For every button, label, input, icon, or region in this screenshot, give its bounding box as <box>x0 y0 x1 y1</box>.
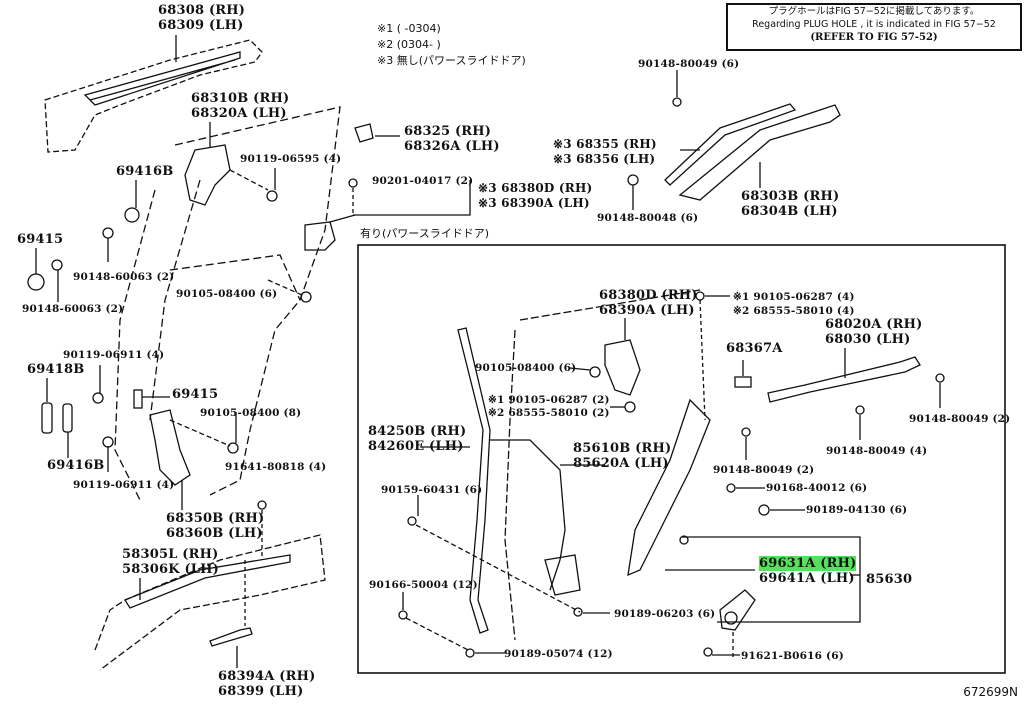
part-label[interactable]: 90148-80049 (4) <box>826 445 928 457</box>
lower-hinge <box>149 409 191 486</box>
note-3: ※3 無し(パワースライドドア) <box>377 54 526 67</box>
motor-bracket <box>682 536 861 623</box>
part-label[interactable]: 68308 (RH) <box>158 3 246 18</box>
part-label[interactable]: 90159-60431 (6) <box>381 484 483 496</box>
part-label[interactable]: 69415 <box>17 232 64 247</box>
part-label[interactable]: 68367A <box>726 341 783 356</box>
regulator-arm <box>627 398 711 577</box>
part-label[interactable]: 69416B <box>47 458 105 473</box>
part-label-highlighted[interactable]: 69631A (RH) <box>759 556 857 571</box>
part-label[interactable]: 58306K (LH) <box>122 562 219 577</box>
part-label[interactable]: 68304B (LH) <box>741 204 838 219</box>
rail-68020a <box>767 356 921 403</box>
part-label[interactable]: ※2 68555-58010 (2) <box>488 407 610 419</box>
reference-note-box: プラグホールはFIG 57−52に掲載してあります。 Regarding PLU… <box>726 3 1022 51</box>
part-label[interactable]: 90148-80048 (6) <box>597 212 699 224</box>
part-label[interactable]: 84250B (RH) <box>368 424 467 439</box>
part-label[interactable]: ※2 68555-58010 (4) <box>733 305 855 317</box>
part-label[interactable]: 90148-60063 (2) <box>22 303 124 315</box>
part-label[interactable]: ※3 68356 (LH) <box>553 152 656 166</box>
center-hinge-inner <box>604 339 641 396</box>
part-label[interactable]: 90148-80049 (6) <box>638 58 740 70</box>
motor-69631a <box>719 589 756 631</box>
part-label[interactable]: 68030 (LH) <box>825 332 911 347</box>
note-2: ※2 (0304- ) <box>377 38 441 51</box>
part-label[interactable]: ※3 68380D (RH) <box>478 181 593 195</box>
part-label[interactable]: ※1 90105-06287 (4) <box>733 291 855 303</box>
regulator-cable <box>490 439 566 591</box>
part-label[interactable]: 68325 (RH) <box>404 124 492 139</box>
part-label[interactable]: 90119-06595 (4) <box>240 153 342 165</box>
part-label[interactable]: 91641-80818 (4) <box>225 461 327 473</box>
part-label[interactable]: 69641A (LH) <box>759 571 855 586</box>
part-label[interactable]: 85610B (RH) <box>573 441 672 456</box>
block-68367a <box>734 376 752 388</box>
part-label[interactable]: 90119-06911 (4) <box>63 349 165 361</box>
upper-rail <box>83 51 241 106</box>
part-label[interactable]: 68310B (RH) <box>191 91 290 106</box>
stopper-69418b <box>41 402 53 434</box>
roof-rail-68303b <box>678 104 841 201</box>
part-label[interactable]: ※1 90105-06287 (2) <box>488 394 610 406</box>
note-1: ※1 ( -0304) <box>377 22 441 35</box>
lower-rail-body <box>94 534 326 671</box>
part-label[interactable]: 85630 <box>866 572 913 587</box>
part-label[interactable]: 90148-80049 (2) <box>713 464 815 476</box>
grommet-69415 <box>27 273 45 291</box>
part-label[interactable]: ※3 68355 (RH) <box>553 137 657 151</box>
part-label[interactable]: 90105-08400 (6) <box>176 288 278 300</box>
part-label[interactable]: 68390A (LH) <box>599 303 695 318</box>
part-label[interactable]: 68360B (LH) <box>166 526 263 541</box>
highlighted-part-number[interactable]: 69631A (RH) <box>759 556 857 571</box>
section-label-power-slide: 有り(パワースライドドア) <box>360 227 490 240</box>
part-label[interactable]: 90189-06203 (6) <box>614 608 716 620</box>
part-label[interactable]: 90148-80049 (2) <box>909 413 1011 425</box>
reference-line-2: Regarding PLUG HOLE , it is indicated in… <box>752 19 996 30</box>
part-label[interactable]: 90105-08400 (8) <box>200 407 302 419</box>
part-label[interactable]: 69415 <box>172 387 219 402</box>
part-label[interactable]: 68020A (RH) <box>825 317 923 332</box>
part-label[interactable]: ※3 68390A (LH) <box>478 196 590 210</box>
roof-rail-68355 <box>664 103 797 186</box>
part-label[interactable]: 68303B (RH) <box>741 189 840 204</box>
part-label[interactable]: 58305L (RH) <box>122 547 219 562</box>
reference-line-1: プラグホールはFIG 57−52に掲載してあります。 <box>768 6 980 17</box>
lower-rail <box>124 554 291 609</box>
part-label[interactable]: 90201-04017 (2) <box>372 175 474 187</box>
center-hinge-top <box>304 221 336 251</box>
part-label[interactable]: 85620A (LH) <box>573 456 669 471</box>
part-label[interactable]: 90148-60063 (2) <box>73 271 175 283</box>
part-label[interactable]: 68399 (LH) <box>218 684 304 699</box>
part-label[interactable]: 90105-08400 (6) <box>475 362 577 374</box>
part-label[interactable]: 91621-B0616 (6) <box>741 650 844 662</box>
part-label[interactable]: 68326A (LH) <box>404 139 500 154</box>
part-label[interactable]: 68380D (RH) <box>599 288 698 303</box>
window-channel-84250b <box>457 327 491 634</box>
figure-number: 672699N <box>963 685 1018 699</box>
roller-68394a <box>209 627 253 647</box>
part-label[interactable]: 90166-50004 (12) <box>369 579 478 591</box>
stopper-68325 <box>354 123 374 143</box>
part-label[interactable]: 68320A (LH) <box>191 106 287 121</box>
reference-line-3: (REFER TO FIG 57-52) <box>810 32 938 43</box>
part-label[interactable]: 84260E (LH) <box>368 439 464 454</box>
grommet-69416b <box>124 207 140 223</box>
part-label[interactable]: 68309 (LH) <box>158 18 244 33</box>
part-label[interactable]: 90119-06911 (4) <box>73 479 175 491</box>
part-label[interactable]: 69416B <box>116 164 174 179</box>
part-label[interactable]: 69418B <box>27 362 85 377</box>
power-slide-door-frame <box>357 244 1006 674</box>
part-label[interactable]: 90189-04130 (6) <box>806 504 908 516</box>
regulator-motor <box>544 554 581 596</box>
part-label[interactable]: 90189-05074 (12) <box>504 648 613 660</box>
door-outline <box>174 106 341 496</box>
part-label[interactable]: 68350B (RH) <box>166 511 265 526</box>
upper-hinge <box>184 144 231 206</box>
upper-rail-body <box>44 39 263 153</box>
part-label[interactable]: 90168-40012 (6) <box>766 482 868 494</box>
part-label[interactable]: 68394A (RH) <box>218 669 316 684</box>
